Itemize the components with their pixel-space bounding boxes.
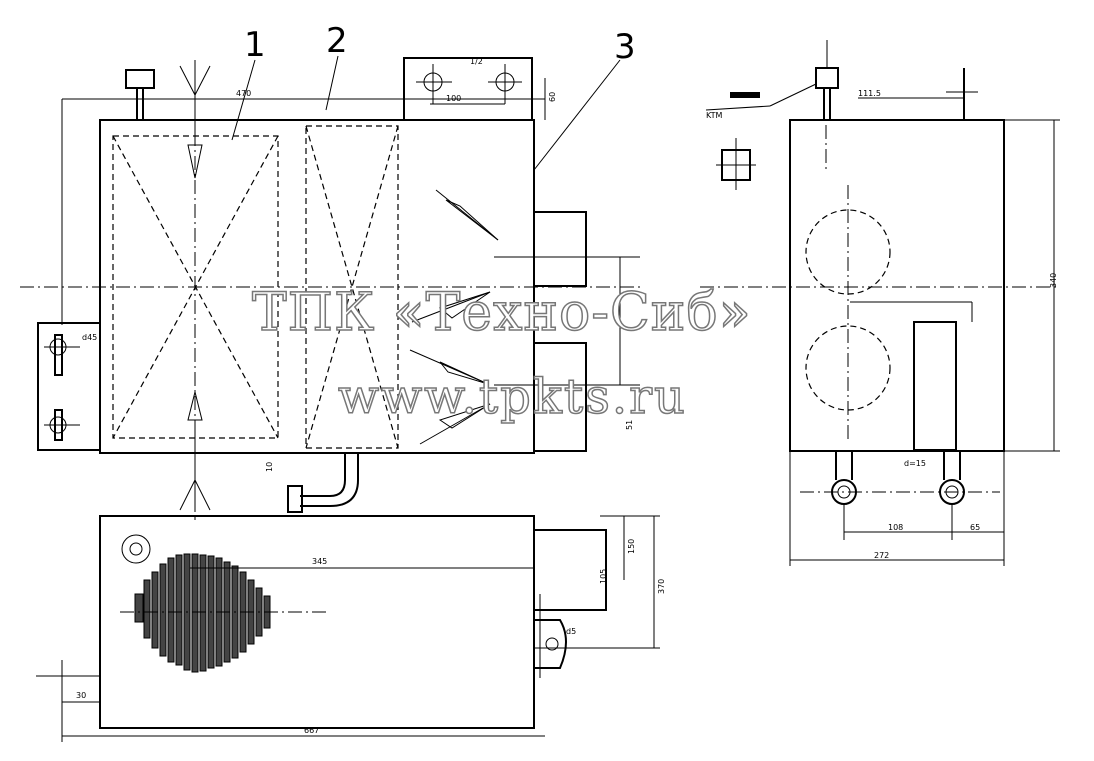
svg-text:108: 108 — [888, 523, 903, 532]
outlet-arrows — [409, 189, 499, 445]
svg-text:470: 470 — [236, 89, 251, 98]
top-bolt-left — [416, 64, 452, 104]
svg-text:KTM: KTM — [706, 111, 723, 120]
plan-view: 667 30 345 150 370 105 d5 — [36, 515, 666, 742]
svg-text:111.5: 111.5 — [858, 89, 881, 98]
finned-cooler — [134, 553, 271, 673]
top-sensor-head — [125, 69, 155, 89]
inlet-arrow-top — [179, 65, 211, 179]
side-pipe-right — [939, 451, 965, 505]
side-pipe-left — [831, 451, 857, 505]
drain-pipe — [300, 453, 346, 497]
plan-outlet-block — [533, 529, 607, 611]
side-inner-box — [913, 321, 957, 451]
front-view: 470 100 60 1/2 d45 51 10 — [20, 57, 640, 520]
svg-text:51: 51 — [625, 420, 634, 430]
svg-text:100: 100 — [446, 94, 461, 103]
inlet-arrow-bottom — [179, 391, 211, 511]
svg-text:150: 150 — [627, 539, 636, 554]
svg-text:d45: d45 — [82, 333, 97, 342]
svg-text:1/2: 1/2 — [470, 57, 483, 66]
svg-text:10: 10 — [265, 462, 274, 472]
top-mount-block — [403, 57, 533, 121]
leader-label-bar — [730, 92, 760, 98]
svg-text:65: 65 — [970, 523, 980, 532]
callout-2: 2 — [326, 21, 348, 61]
plan-sensor-port — [121, 534, 151, 564]
svg-text:345: 345 — [312, 557, 327, 566]
outlet-block-lower — [533, 342, 587, 452]
outlet-block-upper — [533, 211, 587, 287]
flange-bolt-upper — [44, 334, 80, 376]
side-sensor-head — [815, 67, 839, 89]
top-bolt-right — [488, 64, 522, 104]
svg-text:105: 105 — [599, 569, 608, 584]
svg-text:30: 30 — [76, 691, 86, 700]
callout-3: 3 — [614, 27, 636, 67]
svg-text:272: 272 — [874, 551, 889, 560]
left-flange — [37, 322, 101, 451]
plan-housing — [99, 515, 535, 729]
svg-text:d5: d5 — [566, 627, 576, 636]
svg-text:60: 60 — [548, 92, 557, 102]
svg-text:370: 370 — [657, 579, 666, 594]
svg-text:d=15: d=15 — [904, 459, 926, 468]
flange-bolt-lower — [44, 409, 80, 441]
callout-1: 1 — [244, 25, 266, 65]
callouts: 1 2 3 — [231, 21, 636, 171]
svg-text:667: 667 — [304, 726, 319, 735]
svg-text:340: 340 — [1049, 273, 1058, 288]
side-detail — [716, 138, 756, 190]
side-view: KTM — [700, 40, 1060, 566]
